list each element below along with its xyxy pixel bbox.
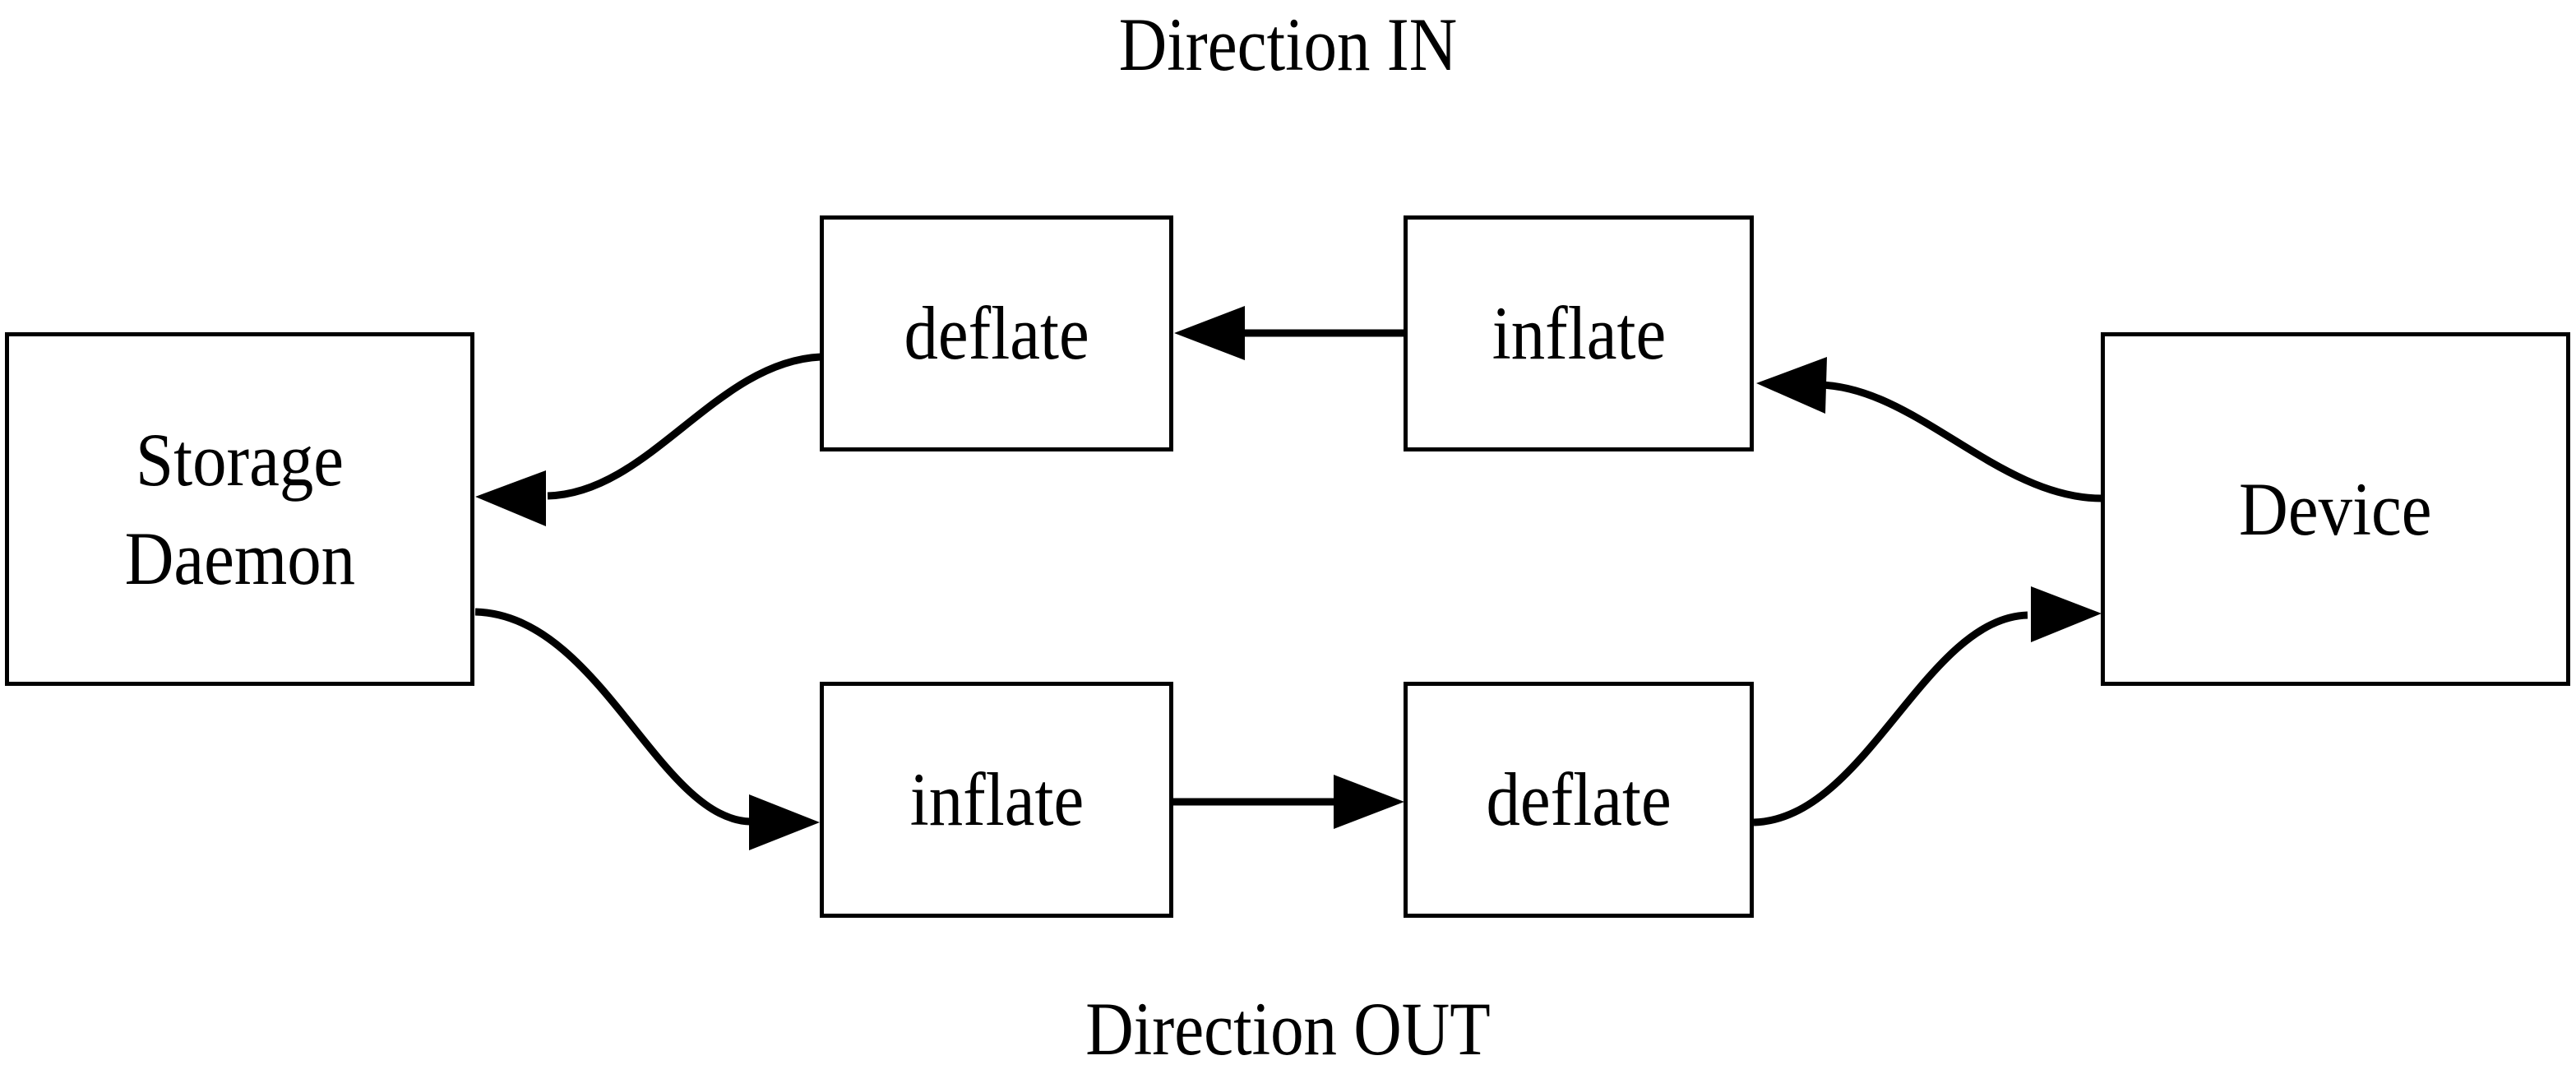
caption-direction-out: Direction OUT: [1085, 987, 1491, 1071]
edge-deflate-out-to-device: [1753, 586, 2102, 826]
node-storage-daemon-line2: Daemon: [124, 516, 355, 600]
edge-storage-daemon-to-inflate-out: [474, 608, 820, 850]
node-deflate-in-label: deflate: [904, 291, 1089, 376]
node-storage-daemon-line1: Storage: [136, 418, 344, 502]
node-deflate-in[interactable]: deflate: [820, 215, 1173, 451]
node-deflate-out[interactable]: deflate: [1404, 682, 1754, 918]
node-storage-daemon[interactable]: Storage Daemon: [5, 332, 474, 686]
node-inflate-in-label: inflate: [1491, 291, 1666, 376]
edge-inflate-out-to-deflate-out: [1173, 775, 1404, 829]
node-inflate-in[interactable]: inflate: [1404, 215, 1754, 451]
node-device-label: Device: [2239, 466, 2432, 551]
node-device[interactable]: Device: [2101, 332, 2570, 686]
caption-direction-in: Direction IN: [1118, 2, 1458, 86]
node-inflate-out[interactable]: inflate: [820, 682, 1173, 918]
node-inflate-out-label: inflate: [909, 757, 1084, 842]
node-deflate-out-label: deflate: [1486, 757, 1672, 842]
edge-deflate-in-to-storage-daemon: [475, 353, 821, 526]
edge-device-to-inflate-in: [1756, 357, 2102, 502]
edge-inflate-in-to-deflate-in: [1174, 306, 1404, 360]
